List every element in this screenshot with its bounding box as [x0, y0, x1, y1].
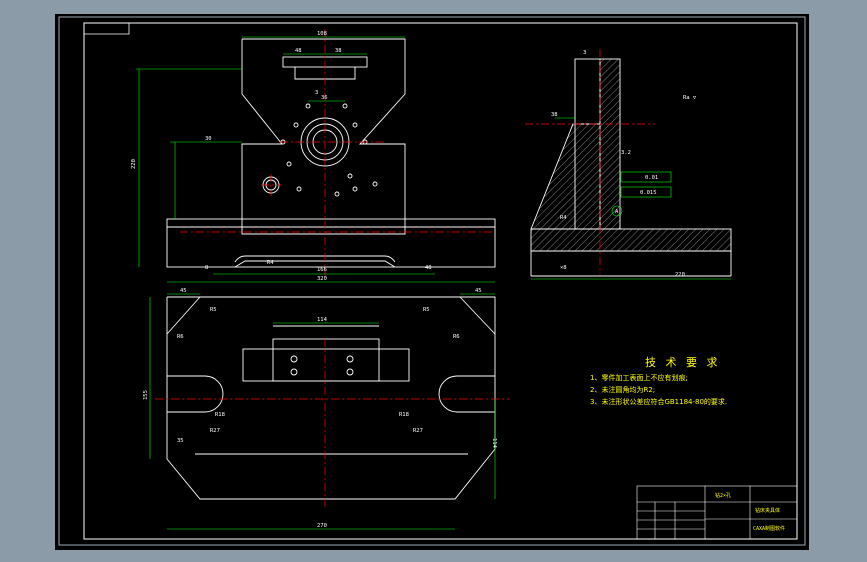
dim-36: 36 [321, 95, 328, 101]
title-block [636, 485, 798, 540]
tech-item: 2、未注圆角均为R2; [590, 386, 656, 394]
tech-item: 1、零件加工表面上不应有划痕; [590, 374, 688, 382]
side-view-centerlines [525, 49, 655, 274]
side-view-dim-text: 3 38 R4 ×8 220 3.2 0.01 0.015 A Ra ▽ [551, 50, 697, 278]
dim-overall-height: 220 [131, 159, 137, 169]
dim-bottom-width: 270 [317, 523, 327, 529]
tech-item: 3、未注形状公差应符合GB1184-80的要求. [590, 398, 728, 406]
dim-left-top: 45 [180, 288, 187, 294]
title-part-name: 钻床夹具体 [755, 507, 780, 514]
tech-list: 1、零件加工表面上不应有划痕; 2、未注圆角均为R2; 3、未注形状公差应符合G… [590, 372, 727, 408]
bottom-view [166, 296, 496, 500]
title-school: CAXA制图软件 [753, 525, 785, 532]
dim-r5-left: R5 [210, 307, 217, 313]
side-view [530, 58, 732, 277]
side-dim-top: 3 [583, 50, 586, 56]
side-dim-angle: 3.2 [621, 150, 631, 156]
dim-right-top: 45 [475, 288, 482, 294]
roughness-note: Ra ▽ [683, 95, 697, 101]
dim-top-width: 108 [317, 31, 327, 37]
dim-r27-right: R27 [413, 428, 423, 434]
dim-38: 38 [335, 48, 342, 54]
inner-frame [83, 22, 798, 540]
bottom-view-dim-text: 45 45 114 R5 R5 R6 R6 R18 R18 R27 R27 15… [143, 288, 497, 529]
engineering-drawing: 220 108 48 38 36 3 320 166 8 48 R4 30 [58, 16, 806, 546]
dim-r18-left: R18 [215, 412, 225, 418]
dim-r6-left: R6 [177, 334, 184, 340]
side-tol-2: 0.015 [640, 190, 657, 196]
dim-right-small: 48 [425, 265, 432, 271]
outer-frame [58, 16, 806, 546]
dim-right-height: 114 [491, 438, 497, 449]
dim-base-width: 320 [317, 276, 327, 282]
top-view [166, 38, 496, 268]
side-dim-bottom-width: 220 [675, 272, 685, 278]
side-dim-bottom-small: ×8 [560, 265, 567, 271]
cad-viewport[interactable]: 220 108 48 38 36 3 320 166 8 48 R4 30 [55, 14, 809, 550]
bottom-view-centerlines [155, 339, 510, 509]
top-view-dim-text: 220 108 48 38 36 3 320 166 8 48 R4 30 [131, 31, 432, 282]
side-view-dimensions [531, 117, 731, 280]
dim-r18-right: R18 [399, 412, 409, 418]
dim-left-small-b: 35 [177, 438, 184, 444]
top-view-centerlines [180, 29, 495, 279]
side-dim-r4: R4 [560, 215, 567, 221]
side-datum: A [615, 209, 619, 215]
dim-side-30: 30 [205, 136, 212, 142]
dim-left-small: 8 [205, 265, 208, 271]
side-tol-1: 0.01 [645, 175, 658, 181]
dim-48: 48 [295, 48, 302, 54]
dim-left-height: 155 [143, 390, 149, 400]
dim-r27-left: R27 [210, 428, 220, 434]
dim-r6-right: R6 [453, 334, 460, 340]
corner-tab [84, 23, 130, 35]
dim-3: 3 [315, 90, 318, 96]
dim-center-top: 114 [317, 317, 328, 323]
bottom-view-dimensions [149, 293, 496, 530]
dim-left-radius: R4 [267, 260, 274, 266]
title-drawing-name: 钻2×孔 [715, 492, 731, 499]
dim-r5-right: R5 [423, 307, 430, 313]
tech-title: 技 术 要 求 [645, 356, 721, 369]
top-view-dimensions [136, 36, 495, 283]
dim-slot-width: 166 [317, 267, 327, 273]
side-dim-left: 38 [551, 112, 558, 118]
